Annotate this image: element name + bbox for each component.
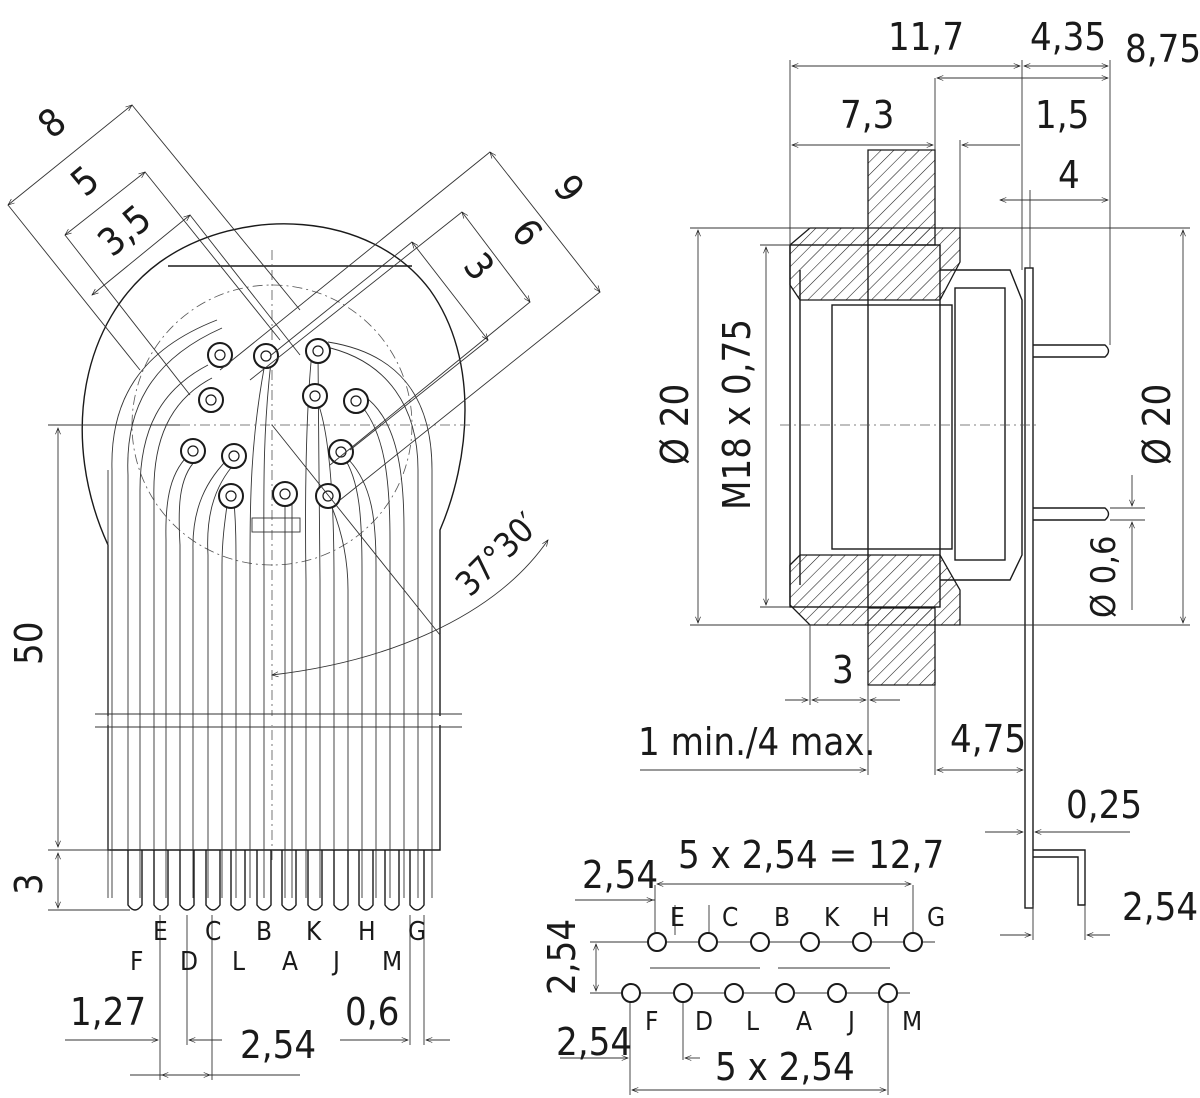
pin-letter: D (180, 947, 198, 977)
dim-3-5: 3,5 (90, 196, 160, 265)
dim-50: 50 (7, 622, 51, 666)
dim-5: 5 (63, 157, 108, 205)
dim-2-54-side: 2,54 (1122, 885, 1198, 929)
connector-body-outline (81, 223, 466, 851)
dim-8-75: 8,75 (1125, 27, 1200, 71)
angle-ref-line (271, 424, 441, 636)
pin-tips (127, 850, 425, 911)
pcb-letter: G (927, 903, 945, 933)
dim-9: 9 (545, 166, 593, 210)
dim-3-side: 3 (832, 648, 854, 692)
dim-thread: M18 x 0,75 (715, 319, 759, 510)
pin-letter: A (282, 947, 298, 977)
diagonal-dims-left (7, 104, 301, 396)
solder-pin-upper (1033, 344, 1110, 358)
diagonal-dims-right (219, 151, 601, 501)
pcb-pin-bend (1033, 849, 1086, 906)
rear-cap (940, 269, 1023, 581)
dim-4-75: 4,75 (950, 717, 1026, 761)
dim-1-5: 1,5 (1035, 93, 1089, 137)
dim-row-span: 5 x 2,54 = 12,7 (678, 833, 944, 877)
pcb-board (1024, 267, 1034, 909)
vertical-dims-front (48, 424, 180, 911)
pin-letters-lower: F D L A J M (130, 947, 402, 977)
pcb-holes-top (647, 932, 923, 952)
pin-letter: J (331, 947, 340, 977)
pin-letter: M (382, 947, 402, 977)
dim-11-7: 11,7 (888, 15, 964, 59)
dim-2-54-pcb-top: 2,54 (582, 853, 658, 897)
dim-dia-0-6: Ø 0,6 (1084, 536, 1124, 618)
pin-leads (107, 319, 433, 898)
pcb-letter: D (695, 1007, 713, 1037)
pin-letter: F (130, 947, 143, 977)
contact-insert (831, 304, 953, 550)
dim-2-54-pcb-vertical: 2,54 (540, 919, 584, 995)
dim-8: 8 (30, 99, 75, 147)
front-view: 8 5 3,5 9 6 3 50 3 37°30′ 1,27 2,54 0,6 … (7, 99, 601, 1080)
pcb-letter: L (746, 1007, 759, 1037)
pcb-letter: C (722, 903, 738, 933)
pcb-letter: J (846, 1007, 855, 1037)
pcb-letter: K (824, 903, 840, 933)
dim-7-3: 7,3 (840, 93, 894, 137)
pcb-letters-top: E C B K H G (670, 903, 945, 933)
pin-letter: G (408, 917, 426, 947)
pcb-letters-bottom: F D L A J M (645, 1007, 922, 1037)
dim-1-27: 1,27 (70, 990, 146, 1034)
dim-4-side: 4 (1058, 153, 1080, 197)
angle-arc (271, 539, 549, 678)
pcb-letter: E (670, 903, 685, 933)
dim-6: 6 (503, 210, 551, 254)
housing-lower (789, 554, 961, 626)
housing-body (789, 244, 941, 608)
pcb-letter: B (774, 903, 790, 933)
dim-2-54-front: 2,54 (240, 1023, 316, 1067)
dim-0-6-front: 0,6 (345, 990, 399, 1034)
dim-3-diag: 3 (455, 244, 503, 288)
pcb-layout: E C B K H G F D L A J M 2,54 5 x 2,54 = … (540, 833, 945, 1095)
bottom-dims-front (65, 915, 450, 1080)
pcb-letter: H (872, 903, 890, 933)
dim-dia-20-left: Ø 20 (653, 384, 697, 465)
side-bottom-dims (640, 625, 1130, 940)
dim-3-front: 3 (7, 873, 51, 895)
dim-bottom-span: 5 x 2,54 (715, 1045, 855, 1089)
side-top-dims (789, 60, 1111, 345)
dim-4-35: 4,35 (1030, 15, 1106, 59)
pcb-letter: A (796, 1007, 812, 1037)
pin-letter: L (232, 947, 245, 977)
housing-upper (789, 227, 961, 301)
dim-dia-20-right: Ø 20 (1135, 384, 1179, 465)
dim-0-25: 0,25 (1066, 783, 1142, 827)
dim-2-54-pcb-bottom: 2,54 (556, 1020, 632, 1064)
dim-angle: 37°30′ (448, 505, 547, 604)
pin-letter: H (358, 917, 376, 947)
pcb-letter: M (902, 1007, 922, 1037)
side-vertical-dims (690, 227, 1190, 626)
pin-letter: K (306, 917, 322, 947)
side-view: 11,7 4,35 8,75 7,3 1,5 4 Ø 20 M18 x 0,75… (638, 15, 1200, 940)
pcb-letter: F (645, 1007, 658, 1037)
dim-panel-thickness: 1 min./4 max. (638, 720, 875, 764)
rear-block (954, 287, 1006, 561)
pin-letters-upper: E C B K H G (153, 917, 426, 947)
pin-letter: B (256, 917, 272, 947)
pin-letter: C (205, 917, 221, 947)
break-gap (95, 716, 462, 725)
pcb-holes-bottom (621, 983, 898, 1003)
solder-pin-lower (1033, 507, 1110, 521)
pin-letter: E (153, 917, 168, 947)
center-tab (251, 517, 301, 533)
pcb-layout-lines (560, 881, 935, 1095)
